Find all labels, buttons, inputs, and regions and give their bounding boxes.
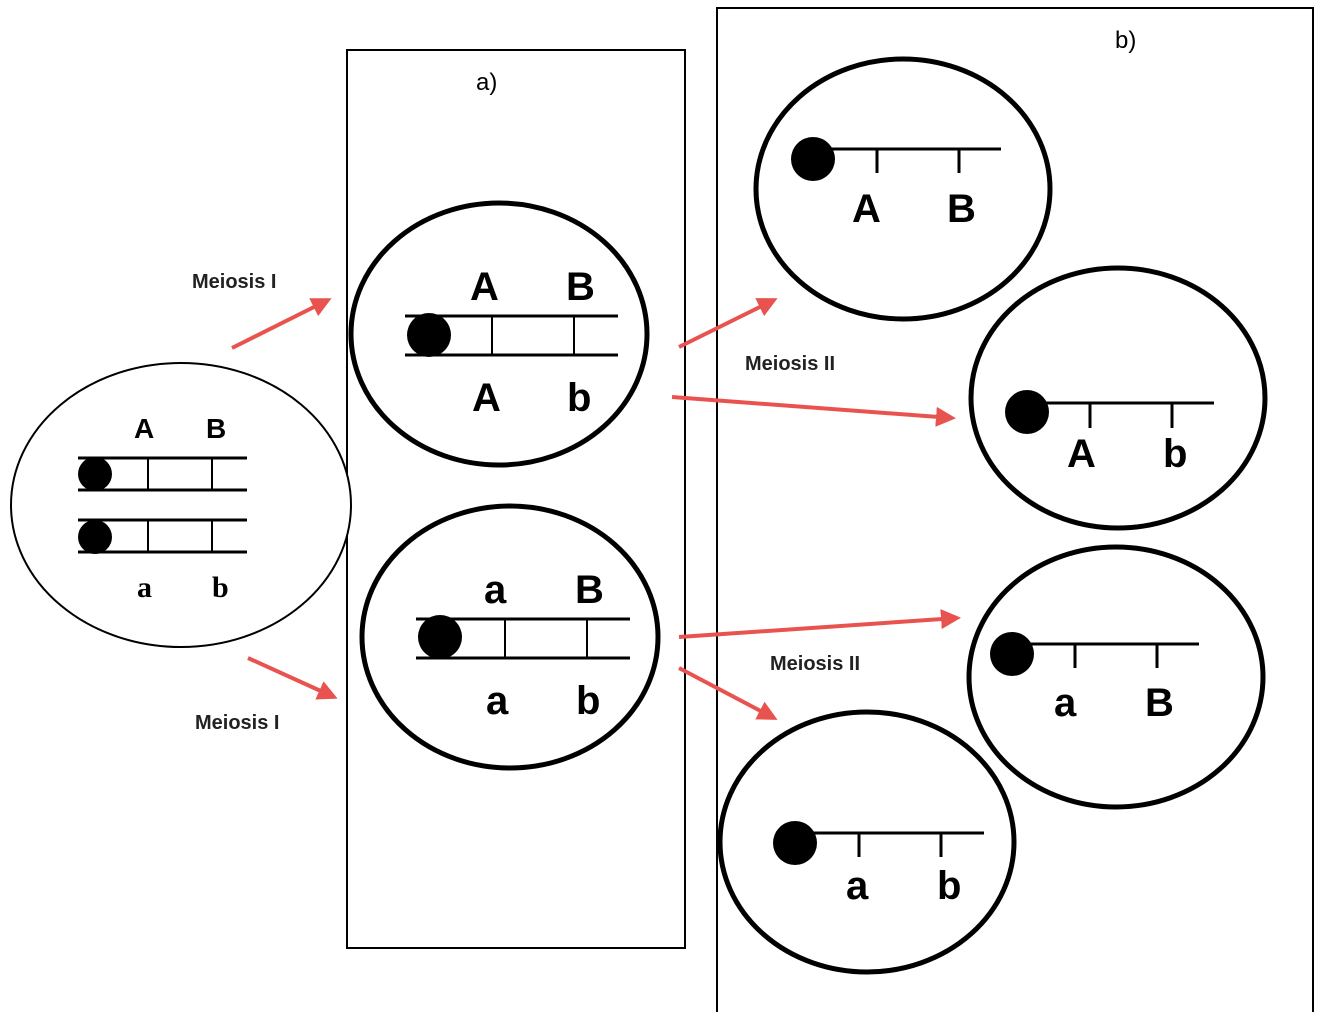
arrow-meiosis-2-d [678, 666, 778, 720]
arrow-meiosis-1-upper [231, 298, 332, 350]
centromere [1005, 390, 1049, 434]
allele-label: B [206, 413, 226, 444]
parent-chromosome-bottom [78, 518, 247, 554]
centromere [418, 615, 462, 659]
meiosis-1-cell-lower: a B a b [359, 503, 661, 771]
allele-label: b [567, 376, 591, 420]
gamete-cell: a B [966, 544, 1266, 810]
arrow-meiosis-2-c [678, 609, 961, 639]
allele-label: a [137, 571, 152, 604]
meiosis-2-label-upper: Meiosis II [745, 353, 835, 375]
arrow-meiosis-2-b [671, 395, 956, 427]
allele-label: a [484, 568, 507, 612]
gamete-cell: a b [717, 709, 1017, 975]
gamete-cell: A B [753, 56, 1053, 322]
allele-label: A [470, 265, 499, 309]
parent-chromosome-top [78, 456, 247, 492]
centromere [990, 632, 1034, 676]
allele-label: b [1163, 432, 1187, 476]
centromere [773, 821, 817, 865]
meiosis-1-label-lower: Meiosis I [195, 712, 279, 734]
allele-label: a [846, 864, 869, 908]
centromere [407, 313, 451, 357]
arrow-meiosis-2-a [678, 298, 778, 349]
meiosis-1-cell-upper: A B A b [348, 200, 650, 468]
parent-cell: A B a b [10, 362, 352, 648]
allele-label: b [212, 571, 229, 604]
panel-a-label: a) [476, 69, 497, 96]
allele-label: B [575, 568, 604, 612]
panel-b-box [716, 7, 1314, 1012]
meiosis-2-label-lower: Meiosis II [770, 653, 860, 675]
allele-label: A [852, 187, 881, 231]
allele-label: A [472, 376, 501, 420]
allele-label: B [947, 187, 976, 231]
allele-label: B [566, 265, 595, 309]
centromere [78, 457, 112, 491]
centromere [78, 520, 112, 554]
gamete-cell: A b [968, 265, 1268, 531]
panel-b-label: b) [1115, 27, 1136, 54]
allele-label: A [134, 413, 154, 444]
panel-a-box [346, 49, 686, 949]
allele-label: A [1067, 432, 1096, 476]
allele-label: a [1054, 681, 1077, 725]
centromere [791, 137, 835, 181]
meiosis-1-label-upper: Meiosis I [192, 271, 276, 293]
allele-label: a [486, 679, 509, 723]
arrow-meiosis-1-lower [247, 656, 338, 700]
allele-label: b [576, 679, 600, 723]
allele-label: b [937, 864, 961, 908]
allele-label: B [1145, 681, 1174, 725]
